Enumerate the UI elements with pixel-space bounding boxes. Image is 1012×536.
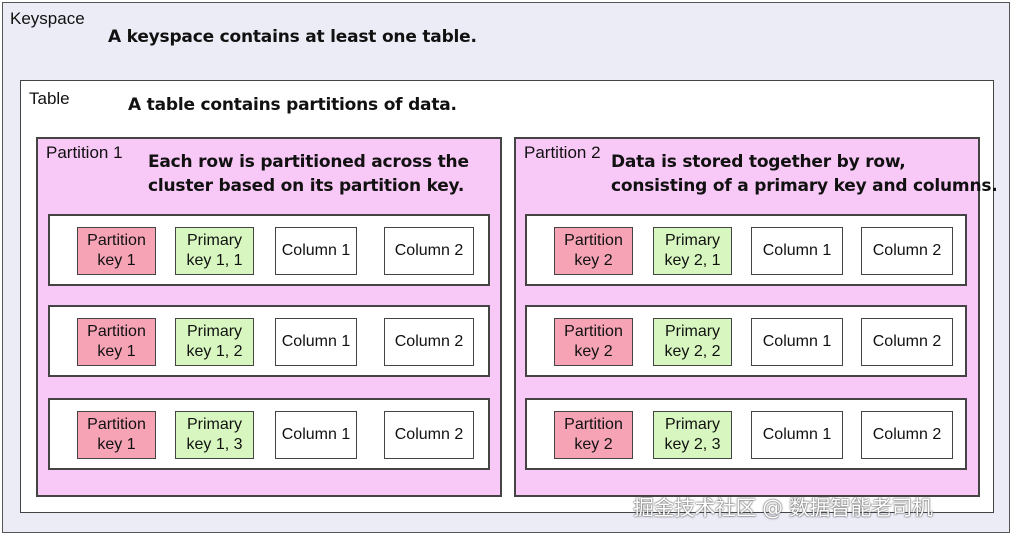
column-1-cell: Column 1 — [275, 411, 357, 459]
column-2-cell: Column 2 — [861, 411, 953, 459]
column-2-cell: Column 2 — [861, 318, 953, 366]
watermark: 掘金技术社区 @ 数据智能老司机 — [633, 496, 933, 520]
partition-2-row-1: Partition key 2 Primary key 2, 1 Column … — [525, 214, 967, 286]
partition-1-row-3: Partition key 1 Primary key 1, 3 Column … — [48, 398, 490, 470]
column-2-cell: Column 2 — [384, 411, 474, 459]
primary-key-cell: Primary key 1, 3 — [175, 411, 254, 459]
partition-key-cell: Partition key 2 — [554, 411, 633, 459]
partition-key-cell: Partition key 2 — [554, 318, 633, 366]
partition-key-cell: Partition key 1 — [77, 411, 156, 459]
primary-key-cell: Primary key 1, 1 — [175, 227, 254, 275]
column-1-cell: Column 1 — [751, 411, 843, 459]
primary-key-cell: Primary key 2, 1 — [653, 227, 732, 275]
primary-key-cell: Primary key 1, 2 — [175, 318, 254, 366]
table-label: Table — [29, 89, 70, 108]
table-caption: A table contains partitions of data. — [128, 95, 457, 115]
column-1-cell: Column 1 — [275, 318, 357, 366]
partition-2-row-3: Partition key 2 Primary key 2, 3 Column … — [525, 398, 967, 470]
column-1-cell: Column 1 — [275, 227, 357, 275]
column-1-cell: Column 1 — [751, 227, 843, 275]
partition-key-cell: Partition key 1 — [77, 318, 156, 366]
partition-key-cell: Partition key 2 — [554, 227, 633, 275]
partition-2-row-2: Partition key 2 Primary key 2, 2 Column … — [525, 305, 967, 377]
column-2-cell: Column 2 — [384, 318, 474, 366]
partition-1-caption: Each row is partitioned across the clust… — [148, 152, 469, 196]
keyspace-label: Keyspace — [10, 9, 85, 28]
keyspace-caption: A keyspace contains at least one table. — [108, 27, 477, 47]
partition-1-row-2: Partition key 1 Primary key 1, 2 Column … — [48, 305, 490, 377]
primary-key-cell: Primary key 2, 2 — [653, 318, 732, 366]
partition-key-cell: Partition key 1 — [77, 227, 156, 275]
column-2-cell: Column 2 — [861, 227, 953, 275]
column-1-cell: Column 1 — [751, 318, 843, 366]
partition-2-label: Partition 2 — [524, 143, 601, 162]
primary-key-cell: Primary key 2, 3 — [653, 411, 732, 459]
column-2-cell: Column 2 — [384, 227, 474, 275]
partition-1-row-1: Partition key 1 Primary key 1, 1 Column … — [48, 214, 490, 286]
partition-2-caption: Data is stored together by row, consisti… — [611, 152, 998, 196]
partition-1-label: Partition 1 — [46, 143, 123, 162]
